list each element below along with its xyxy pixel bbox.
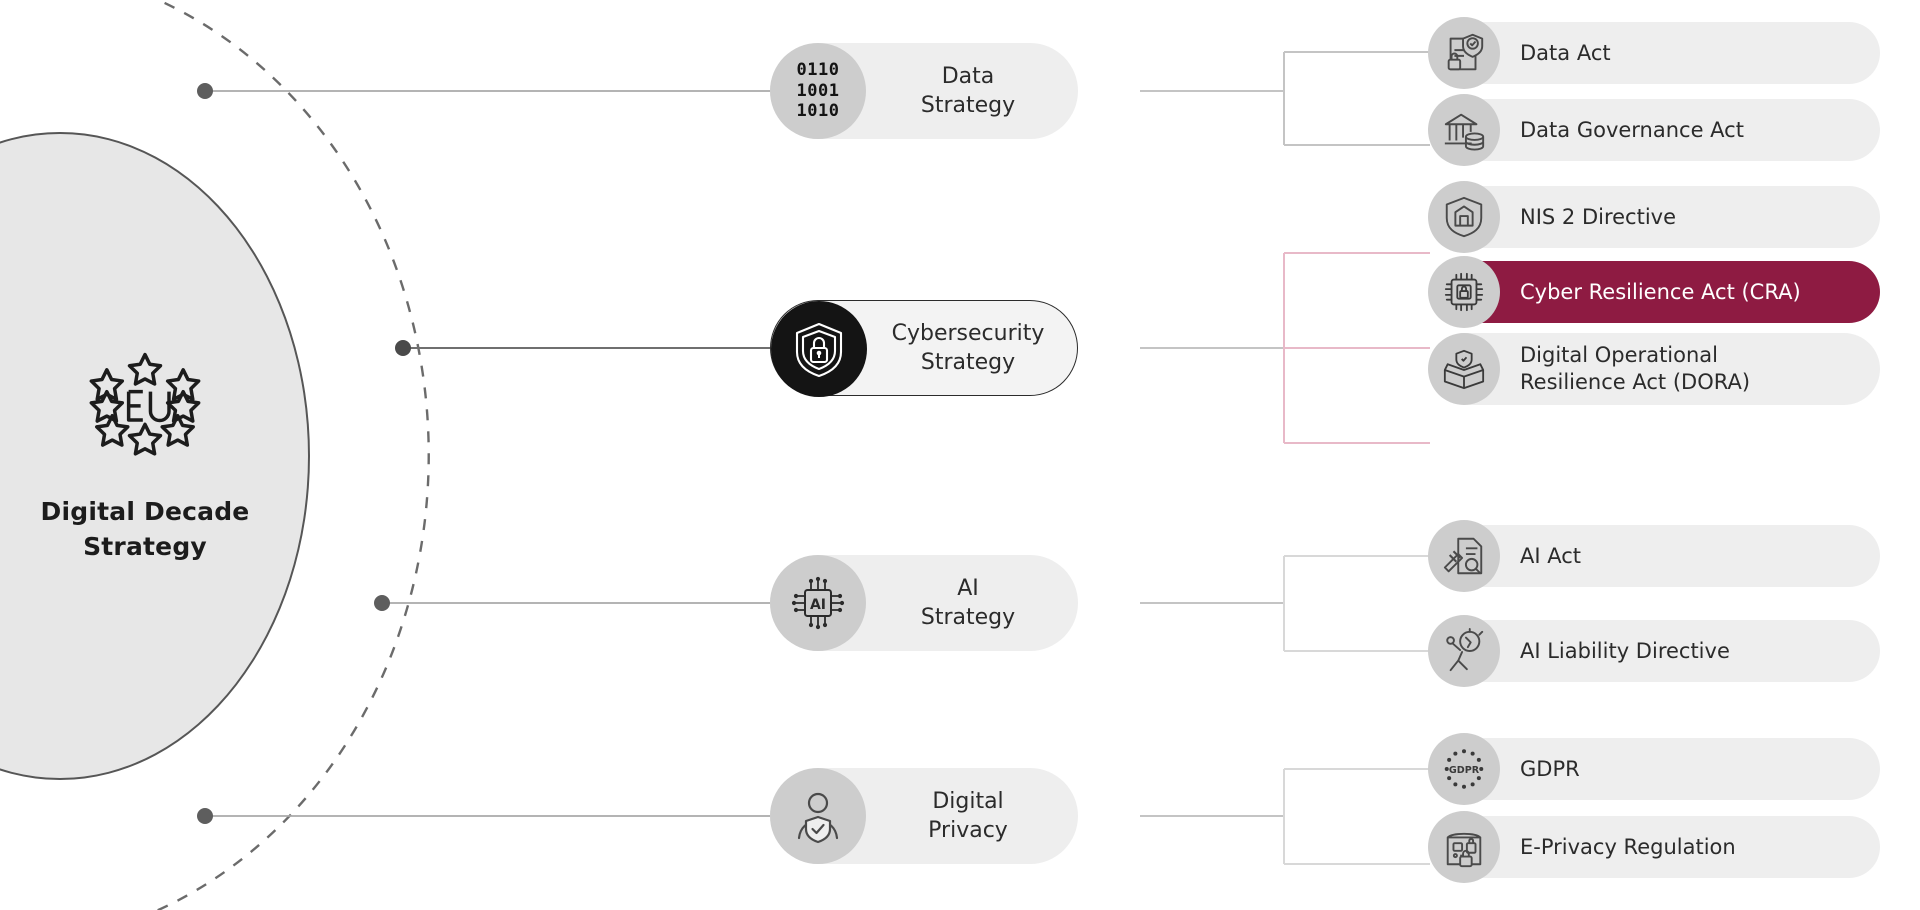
ai-chip-text: AI	[810, 597, 826, 613]
gdpr-stars-icon: GDPR	[1428, 733, 1500, 805]
leaf-node-nis-2-directive[interactable]: NIS 2 Directive	[1428, 181, 1880, 253]
branch-label-digital-privacy: Digital Privacy	[928, 788, 1008, 843]
binary-code-icon: 0110 1001 1010	[770, 43, 866, 139]
leaf-label-ai-liability-directive: AI Liability Directive	[1520, 638, 1730, 663]
person-shield-check-icon	[770, 768, 866, 864]
hub-content: Digital Decade Strategy	[0, 348, 308, 565]
leaf-node-data-governance-act[interactable]: Data Governance Act	[1428, 94, 1880, 166]
shield-padlock-icon	[771, 301, 867, 397]
branch-node-cybersecurity-strategy[interactable]: Cybersecurity Strategy	[770, 300, 1078, 397]
leaf-node-cyber-resilience-act[interactable]: Cyber Resilience Act (CRA)	[1428, 256, 1880, 328]
document-shield-lock-icon	[1428, 17, 1500, 89]
chip-lock-icon	[1428, 256, 1500, 328]
bracket-data	[1283, 51, 1430, 146]
leaf-node-e-privacy-regulation[interactable]: E-Privacy Regulation	[1428, 811, 1880, 883]
bank-coins-icon	[1428, 94, 1500, 166]
branch-node-ai-strategy[interactable]: AI AI Strategy	[770, 555, 1078, 651]
leaf-node-gdpr[interactable]: GDPR GDPR	[1428, 733, 1880, 805]
branch-label-data-strategy: Data Strategy	[920, 63, 1016, 118]
robot-person-icon	[1428, 615, 1500, 687]
binary-code-text: 0110 1001 1010	[796, 59, 840, 122]
hub-node[interactable]: Digital Decade Strategy	[0, 132, 310, 780]
leaf-label-cyber-resilience-act: Cyber Resilience Act (CRA)	[1520, 279, 1801, 304]
open-box-shield-icon	[1428, 333, 1500, 405]
arc-node-dot-1	[197, 83, 213, 99]
leaf-label-data-governance-act: Data Governance Act	[1520, 117, 1744, 142]
leaf-node-data-act[interactable]: Data Act	[1428, 17, 1880, 89]
arc-node-dot-4	[197, 808, 213, 824]
gdpr-icon-text: GDPR	[1449, 765, 1480, 776]
page-title: Digital Decade Strategy	[40, 496, 250, 562]
eu-stars-icon	[89, 352, 201, 456]
bracket-cyber	[1283, 252, 1430, 444]
leaf-node-ai-act[interactable]: AI Act	[1428, 520, 1880, 592]
leaf-label-dora: Digital Operational Resilience Act (DORA…	[1520, 343, 1751, 394]
shield-building-icon	[1428, 181, 1500, 253]
privacy-screen-lock-icon	[1428, 811, 1500, 883]
ai-chip-icon: AI	[770, 555, 866, 651]
leaf-label-nis-2-directive: NIS 2 Directive	[1520, 204, 1677, 229]
branch-label-ai-strategy: AI Strategy	[920, 575, 1016, 630]
leaf-label-ai-act: AI Act	[1520, 543, 1582, 568]
branch-label-cybersecurity-strategy: Cybersecurity Strategy	[891, 320, 1045, 375]
arc-node-dot-2	[395, 340, 411, 356]
arc-node-dot-3	[374, 595, 390, 611]
leaf-label-data-act: Data Act	[1520, 40, 1611, 65]
bracket-privacy	[1283, 768, 1430, 865]
gavel-document-icon	[1428, 520, 1500, 592]
leaf-label-e-privacy-regulation: E-Privacy Regulation	[1520, 834, 1736, 859]
leaf-node-ai-liability-directive[interactable]: AI Liability Directive	[1428, 615, 1880, 687]
leaf-node-dora[interactable]: Digital Operational Resilience Act (DORA…	[1428, 333, 1880, 405]
branch-node-data-strategy[interactable]: 0110 1001 1010 Data Strategy	[770, 43, 1078, 139]
bracket-ai	[1283, 555, 1430, 652]
leaf-label-gdpr: GDPR	[1520, 756, 1580, 781]
branch-node-digital-privacy[interactable]: Digital Privacy	[770, 768, 1078, 864]
